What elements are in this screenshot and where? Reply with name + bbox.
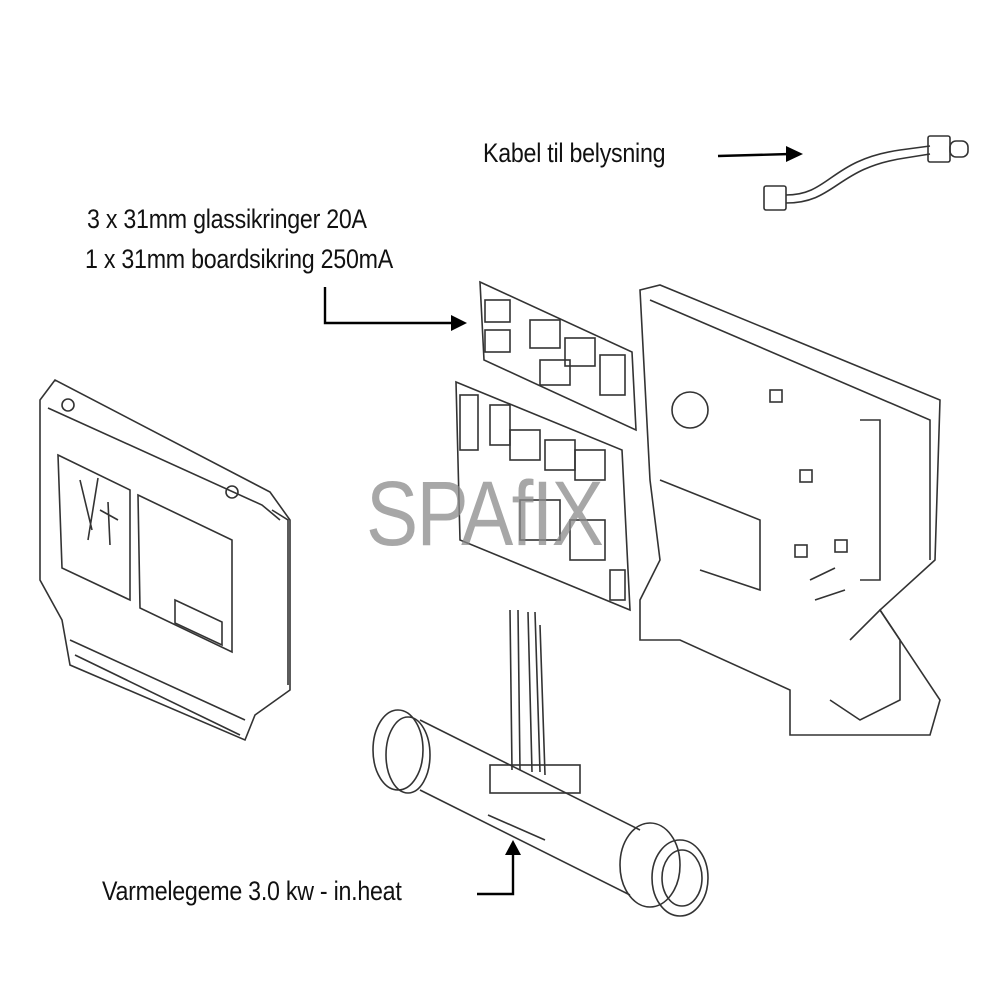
fuse-label-line2: 1 x 31mm boardsikring 250mA	[85, 244, 393, 274]
enclosure-base	[639, 284, 941, 736]
relay-board	[479, 280, 637, 432]
control-cover	[39, 378, 291, 742]
heater-label: Varmelegeme 3.0 kw - in.heat	[102, 876, 402, 906]
power-board	[455, 380, 631, 612]
watermark: SPAfIX	[366, 463, 604, 565]
fuse-label-line1: 3 x 31mm glassikringer 20A	[87, 204, 367, 234]
arrowhead-icon	[451, 315, 467, 331]
heater-tube	[372, 609, 709, 917]
heater-arrow	[477, 852, 515, 896]
callout-arrows	[323, 152, 791, 896]
cable-label: Kabel til belysning	[483, 138, 666, 168]
light-cable	[763, 135, 969, 211]
cable-arrow	[717, 152, 791, 158]
fuse-arrow	[323, 287, 455, 325]
arrowhead-icon	[505, 840, 521, 855]
arrowhead-icon	[786, 146, 803, 162]
